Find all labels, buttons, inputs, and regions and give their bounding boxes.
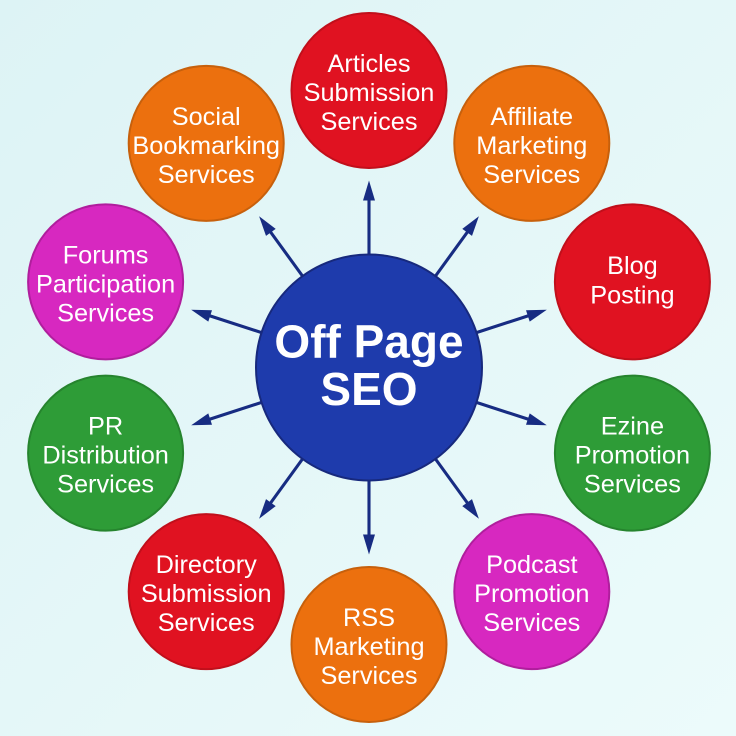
svg-text:RSS: RSS (343, 604, 395, 632)
svg-text:Submission: Submission (141, 580, 272, 608)
svg-text:Services: Services (320, 662, 417, 690)
svg-text:Distribution: Distribution (42, 442, 169, 470)
svg-text:Forums: Forums (63, 241, 149, 269)
svg-text:Directory: Directory (156, 551, 258, 579)
svg-text:Services: Services (584, 471, 681, 499)
svg-text:Off Page: Off Page (274, 316, 463, 368)
svg-text:Submission: Submission (304, 79, 435, 107)
svg-text:Marketing: Marketing (313, 633, 424, 661)
svg-text:Articles: Articles (328, 50, 411, 78)
svg-text:Services: Services (158, 609, 255, 637)
svg-text:Services: Services (483, 161, 580, 189)
svg-text:PR: PR (88, 413, 123, 441)
svg-text:Posting: Posting (590, 281, 674, 309)
svg-text:Ezine: Ezine (601, 413, 664, 441)
svg-text:SEO: SEO (320, 363, 417, 415)
svg-text:Services: Services (57, 299, 154, 327)
svg-text:Services: Services (320, 108, 417, 136)
svg-text:Services: Services (483, 609, 580, 637)
svg-text:Participation: Participation (36, 270, 175, 298)
svg-text:Services: Services (57, 471, 154, 499)
svg-text:Blog: Blog (607, 252, 658, 280)
svg-text:Marketing: Marketing (476, 132, 587, 160)
svg-text:Social: Social (172, 103, 241, 131)
svg-text:Services: Services (158, 161, 255, 189)
svg-text:Bookmarking: Bookmarking (132, 132, 280, 160)
svg-text:Podcast: Podcast (486, 551, 577, 579)
svg-text:Promotion: Promotion (474, 580, 589, 608)
svg-text:Affiliate: Affiliate (491, 103, 574, 131)
svg-text:Promotion: Promotion (575, 442, 690, 470)
